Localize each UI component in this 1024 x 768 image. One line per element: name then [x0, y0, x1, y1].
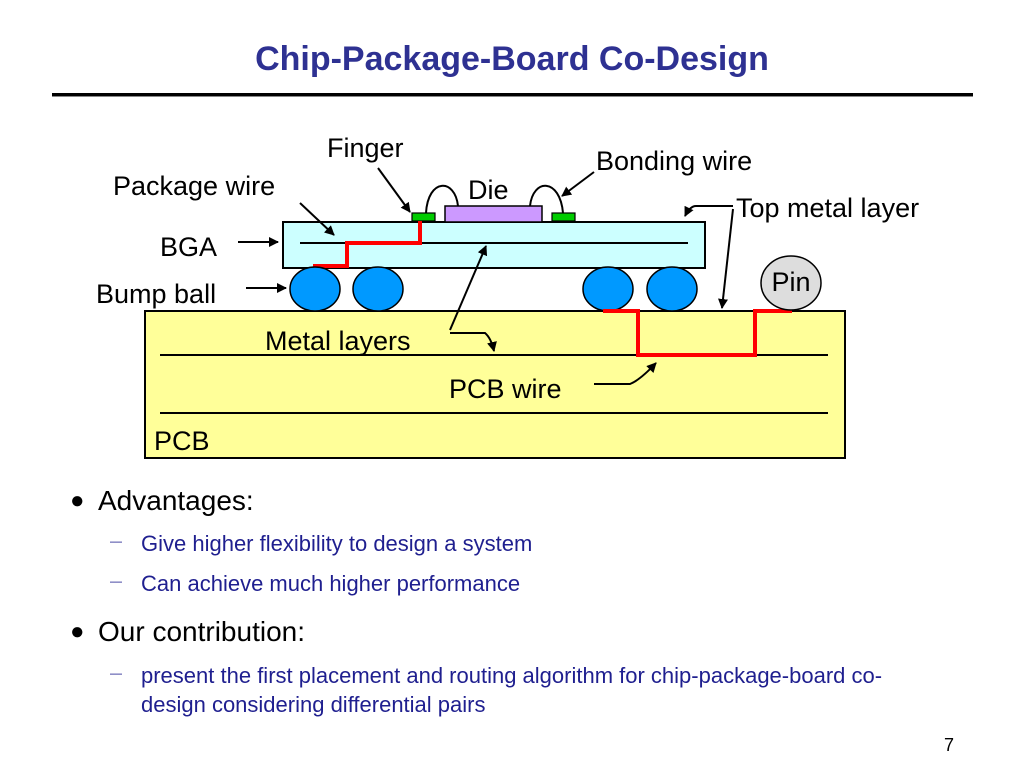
bonding-wire-arrow	[561, 171, 595, 197]
pcb-wire-label: PCB wire	[449, 374, 562, 404]
top-metal-layer-arrow	[684, 205, 733, 217]
sub-bullet-text: present the first placement and routing …	[141, 663, 883, 717]
bump-ball-label: Bump ball	[96, 279, 216, 309]
bullet-text: Advantages:	[98, 485, 254, 516]
metal-layers-label: Metal layers	[265, 326, 411, 356]
metal-layers-arrow-up	[449, 245, 488, 331]
pin	[760, 255, 822, 311]
slide-title: Chip-Package-Board Co-Design	[255, 40, 769, 78]
bonding-wire-right	[529, 184, 564, 214]
top-metal-layer-pointer	[718, 208, 734, 309]
bump-ball	[289, 266, 341, 312]
bullet-dot-icon: ●	[70, 487, 85, 514]
top-metal-layer-label: Top metal layer	[736, 193, 919, 223]
pcb-board	[144, 310, 846, 459]
dash-icon: —	[110, 666, 122, 680]
die	[444, 205, 543, 223]
pcb-wire-arrow	[594, 362, 657, 385]
bullet-text: Our contribution:	[98, 616, 305, 647]
bullet-dot-icon: ●	[70, 618, 85, 645]
package-wire	[313, 221, 422, 268]
sub-bullet-text: Give higher flexibility to design a syst…	[141, 531, 533, 556]
metal-layers-arrow-right	[450, 332, 497, 352]
package-wire-arrow	[299, 202, 335, 236]
finger-label: Finger	[327, 133, 404, 163]
pcb-label: PCB	[154, 426, 210, 456]
finger-arrow	[377, 167, 411, 213]
pin-label: Pin	[771, 267, 810, 297]
finger-left	[411, 212, 436, 222]
pcb-wire	[603, 309, 792, 357]
bga-label: BGA	[160, 232, 217, 262]
die-label: Die	[468, 175, 509, 205]
finger-right	[551, 212, 576, 222]
package-wire-label: Package wire	[113, 171, 275, 201]
bump-ball	[352, 266, 404, 312]
dash-icon: —	[110, 574, 122, 588]
sub-bullet-text: Can achieve much higher performance	[141, 571, 521, 596]
dash-icon: —	[110, 534, 122, 548]
bump-ball	[646, 266, 698, 312]
bonding-wire-left	[425, 184, 459, 214]
title-divider	[52, 93, 973, 97]
page-number: 7	[944, 735, 955, 755]
bonding-wire-label: Bonding wire	[596, 146, 752, 176]
